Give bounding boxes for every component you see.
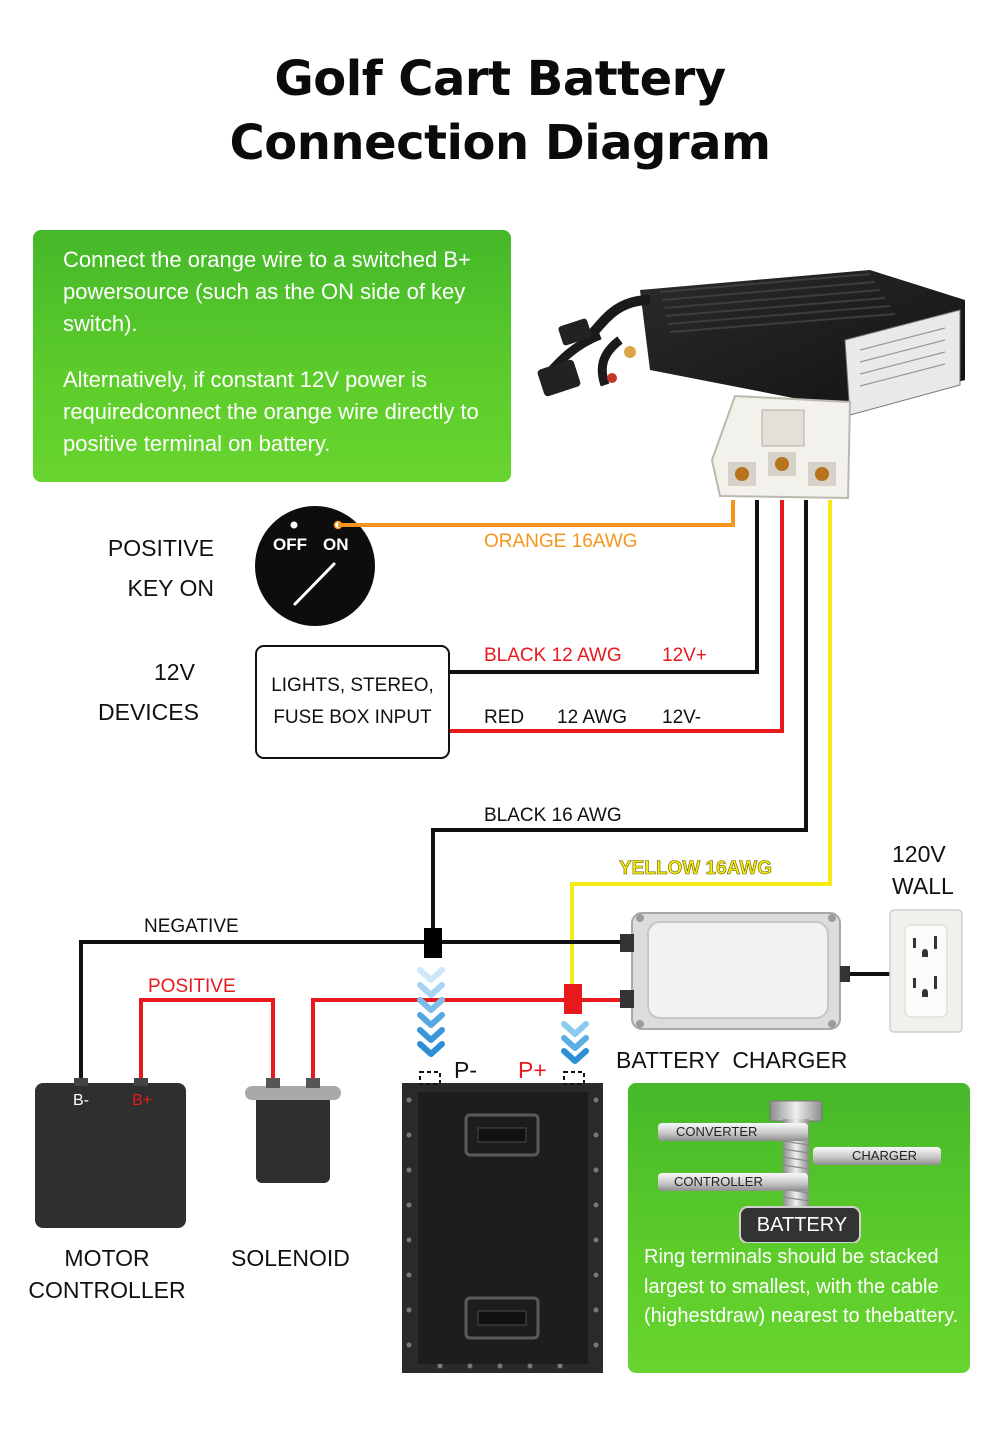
black-12awg-voltage: 12V+ [662, 645, 707, 666]
devices-box-line1: LIGHTS, STEREO, [271, 675, 434, 696]
black-12awg-wire [446, 500, 759, 674]
negative-wire-label: NEGATIVE [144, 916, 239, 937]
devices-box: LIGHTS, STEREO, FUSE BOX INPUT [255, 645, 450, 759]
motor-controller-terminal-pos: B+ [132, 1092, 153, 1109]
battery-charger-label: BATTERY CHARGER [616, 1047, 848, 1073]
key-off-text: OFF [273, 535, 307, 554]
ring-terminal-stack-box: CONVERTER CHARGER CONTROLLER BATTERY Rin… [628, 1083, 970, 1373]
solenoid-image [245, 1078, 341, 1183]
negative-wire [79, 940, 628, 1080]
positive-wire-label: POSITIVE [148, 976, 236, 997]
battery-image [402, 1071, 603, 1373]
battery-negative-terminal-label: P- [454, 1057, 477, 1083]
devices-box-line2: FUSE BOX INPUT [273, 707, 432, 728]
red-12awg-gauge: 12 AWG [557, 707, 628, 728]
page-title-line1: Golf Cart Battery [274, 51, 726, 107]
battery-positive-terminal-label: P+ [518, 1057, 547, 1083]
solenoid-label: SOLENOID [231, 1245, 350, 1271]
motor-controller-image [35, 1078, 186, 1228]
info-paragraph-2: Alternatively, if constant 12V power is … [63, 367, 479, 456]
key-on-text: ON [323, 535, 349, 554]
key-on-label-line2: KEY ON [127, 575, 215, 601]
key-on-label-line1: POSITIVE [107, 535, 214, 561]
arrow-to-negative-terminal [417, 967, 445, 1057]
motor-controller-label-line1: MOTOR [64, 1245, 150, 1271]
stack-charger-label: CHARGER [852, 1148, 918, 1163]
orange-wire-label: ORANGE 16AWG [484, 531, 638, 552]
red-12awg-voltage: 12V- [662, 707, 702, 728]
devices-label-line2: DEVICES [98, 699, 199, 725]
devices-label-line1: 12V [154, 659, 195, 685]
wall-outlet-image [889, 909, 963, 1033]
wall-label-line1: 120V [892, 841, 946, 867]
red-12awg-wire [446, 500, 784, 733]
wall-label-line2: WALL [892, 873, 954, 899]
negative-junction [424, 928, 442, 958]
red-12awg-label: RED [484, 707, 525, 728]
arrow-to-positive-terminal [561, 1021, 589, 1064]
connector-plug [710, 394, 852, 500]
positive-wire-solenoid [311, 998, 628, 1080]
stack-converter-label: CONVERTER [676, 1124, 758, 1139]
black-12awg-label: BLACK 12 AWG [484, 645, 622, 666]
info-box: Connect the orange wire to a switched B+… [33, 230, 511, 482]
dc-converter-image [537, 270, 965, 416]
battery-charger-image [620, 912, 850, 1030]
info-paragraph-1: Connect the orange wire to a switched B+… [63, 247, 471, 336]
black-16awg-wire [431, 500, 808, 930]
yellow-16awg-label: YELLOW 16AWG [619, 858, 773, 880]
page-title-line2: Connection Diagram [229, 115, 771, 171]
stack-note: Ring terminals should be stacked largest… [644, 1246, 959, 1327]
positive-wire-controller [139, 998, 275, 1080]
positive-junction [564, 984, 582, 1014]
orange-wire [338, 500, 735, 527]
stack-battery-label: BATTERY [756, 1214, 848, 1236]
motor-controller-terminal-neg: B- [73, 1092, 89, 1109]
stack-controller-label: CONTROLLER [674, 1174, 763, 1189]
black-16awg-label: BLACK 16 AWG [484, 805, 622, 826]
ring-terminal-stack-illustration [658, 1100, 941, 1243]
yellow-16awg-wire [570, 500, 832, 988]
motor-controller-label-line2: CONTROLLER [28, 1277, 186, 1303]
